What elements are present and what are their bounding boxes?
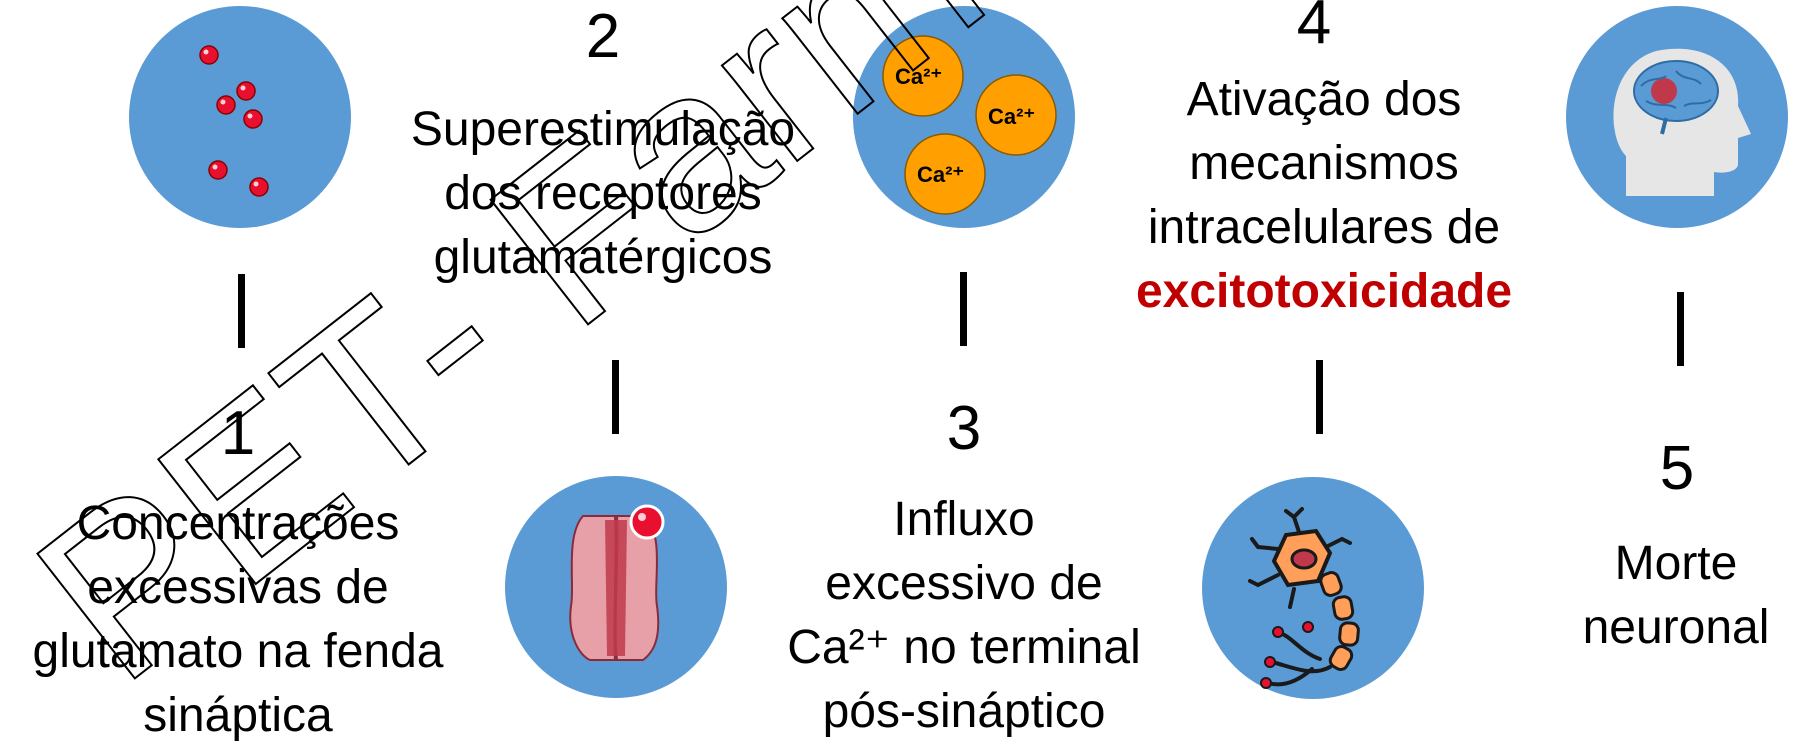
step-number-2: 2 bbox=[585, 2, 621, 71]
glutamate-receptor-icon bbox=[569, 504, 665, 661]
calcium-label-1: Ca²⁺ bbox=[895, 64, 942, 89]
neuron-circle bbox=[1202, 477, 1424, 699]
step-4-line-3: intracelulares de bbox=[1147, 201, 1501, 254]
step-4-highlight: excitotoxicidade bbox=[1135, 265, 1513, 318]
step-5-line-1: Morte bbox=[1614, 537, 1738, 590]
step-1-line-4: sináptica bbox=[143, 689, 333, 742]
step-2-line-1: Superestimulação bbox=[410, 103, 796, 156]
step-5-line-2: neuronal bbox=[1582, 601, 1770, 654]
connector-1 bbox=[238, 274, 245, 348]
step-2-line-3: glutamatérgicos bbox=[433, 231, 773, 284]
step-3-line-2: excessivo de bbox=[825, 557, 1103, 610]
connector-4 bbox=[1316, 360, 1323, 434]
step-label-1: Concentrações excessivas de glutamato na… bbox=[0, 492, 476, 748]
brain-head-circle bbox=[1566, 6, 1788, 228]
glutamate-receptor-circle bbox=[505, 476, 727, 698]
calcium-ions-circle: Ca²⁺ Ca²⁺ Ca²⁺ bbox=[853, 6, 1075, 228]
calcium-label-3: Ca²⁺ bbox=[917, 162, 964, 187]
step-2-line-2: dos receptores bbox=[444, 167, 762, 220]
step-label-3: Influxo excessivo de Ca²⁺ no terminal pó… bbox=[744, 488, 1184, 744]
step-number-3: 3 bbox=[946, 394, 982, 463]
step-number-4: 4 bbox=[1296, 0, 1332, 57]
glutamate-molecules-circle bbox=[129, 6, 351, 228]
connector-3 bbox=[960, 272, 967, 346]
step-3-line-1: Influxo bbox=[893, 493, 1035, 546]
step-1-line-3: glutamato na fenda bbox=[32, 625, 444, 678]
connector-5 bbox=[1677, 292, 1684, 366]
step-label-4: Ativação dos mecanismos intracelulares d… bbox=[1094, 68, 1554, 324]
calcium-ions-icon: Ca²⁺ Ca²⁺ Ca²⁺ bbox=[882, 35, 1057, 215]
step-label-2: Superestimulação dos receptores glutamat… bbox=[368, 98, 838, 290]
step-1-line-2: excessivas de bbox=[87, 561, 389, 614]
step-3-line-4: pós-sináptico bbox=[822, 685, 1106, 738]
connector-2 bbox=[612, 360, 619, 434]
brain-head-icon bbox=[1613, 48, 1751, 197]
step-label-5: Morte neuronal bbox=[1556, 532, 1796, 660]
step-number-1: 1 bbox=[220, 399, 256, 468]
glutamate-molecules-icon bbox=[199, 45, 269, 197]
step-number-5: 5 bbox=[1659, 434, 1695, 503]
step-3-line-3: Ca²⁺ no terminal bbox=[787, 621, 1141, 674]
neuron-icon bbox=[1248, 507, 1360, 689]
step-4-line-1: Ativação dos bbox=[1186, 73, 1462, 126]
step-1-line-1: Concentrações bbox=[76, 497, 400, 550]
step-4-line-2: mecanismos bbox=[1189, 137, 1459, 190]
calcium-label-2: Ca²⁺ bbox=[988, 104, 1035, 129]
